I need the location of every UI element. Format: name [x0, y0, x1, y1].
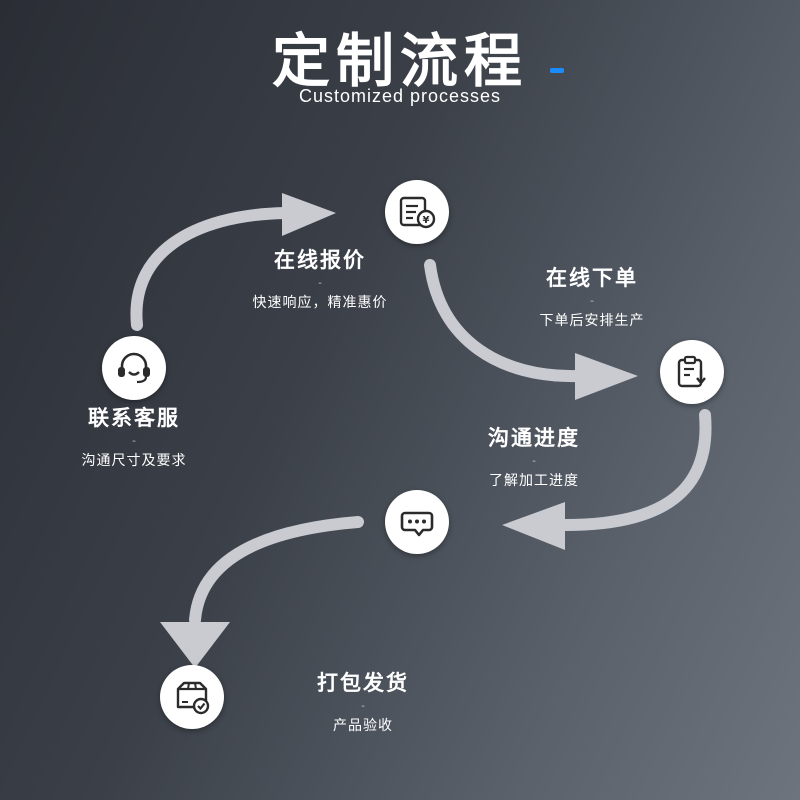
step-ship-label: 打包发货 - 产品验收	[263, 667, 463, 735]
headset-icon	[118, 352, 150, 384]
step-progress-node	[385, 490, 449, 554]
arrowhead-2	[575, 353, 638, 400]
step-divider: -	[590, 296, 594, 307]
step-title: 在线报价	[274, 248, 366, 272]
chat-bubbles-icon	[400, 511, 434, 537]
invoice-yen-icon: ¥	[399, 196, 436, 229]
step-desc: 沟通尺寸及要求	[81, 453, 187, 469]
step-order-label: 在线下单 - 下单后安排生产	[492, 262, 692, 330]
arrow-path-4	[189, 516, 364, 626]
step-divider: -	[361, 701, 365, 712]
step-desc: 了解加工进度	[489, 473, 579, 489]
step-title: 在线下单	[546, 266, 638, 290]
step-contact-node	[102, 336, 166, 400]
step-quote-label: 在线报价 - 快速响应，精准惠价	[220, 244, 420, 312]
step-title: 联系客服	[88, 406, 180, 430]
step-desc: 产品验收	[333, 718, 393, 734]
arrow-path-1	[130, 207, 291, 331]
arrow-path-2	[424, 259, 584, 383]
title-accent-mark	[550, 68, 564, 73]
step-title: 沟通进度	[488, 426, 580, 450]
step-divider: -	[132, 436, 136, 447]
step-ship-node	[160, 665, 224, 729]
package-check-icon	[176, 681, 210, 715]
step-quote-node: ¥	[385, 180, 449, 244]
arrowhead-3	[502, 502, 565, 550]
page-subtitle: Customized processes	[298, 86, 502, 106]
step-divider: -	[532, 456, 536, 467]
step-progress-label: 沟通进度 - 了解加工进度	[434, 422, 634, 490]
arrowhead-1	[282, 193, 336, 236]
page-title: 定制流程	[271, 27, 528, 95]
step-desc: 快速响应，精准惠价	[252, 295, 388, 311]
step-order-node	[660, 340, 724, 404]
arrowhead-4	[160, 622, 230, 668]
clipboard-download-icon	[677, 355, 706, 388]
svg-text:¥: ¥	[423, 215, 430, 226]
step-desc: 下单后安排生产	[539, 313, 645, 329]
step-divider: -	[318, 278, 322, 289]
step-title: 打包发货	[317, 671, 409, 695]
arrow-path-3	[559, 409, 712, 531]
step-contact-label: 联系客服 - 沟通尺寸及要求	[34, 402, 234, 470]
